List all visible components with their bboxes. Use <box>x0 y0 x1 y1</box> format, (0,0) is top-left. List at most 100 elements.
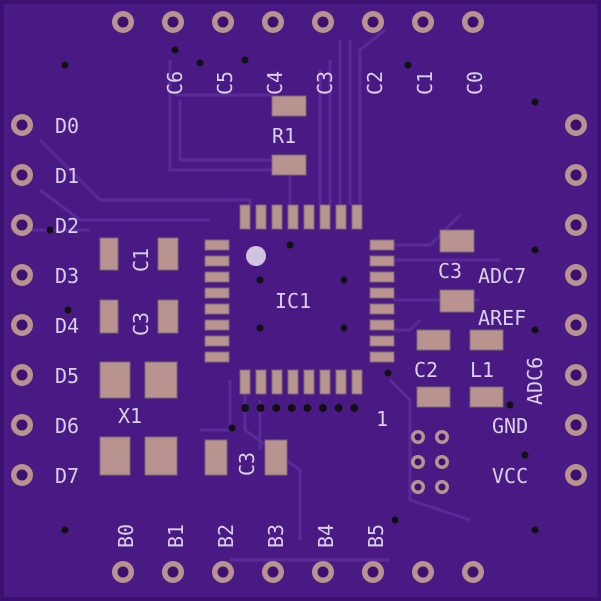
drill-hole <box>367 16 379 28</box>
label-gnd: GND <box>492 414 528 438</box>
label-c3-left: C3 <box>129 312 153 336</box>
ic1-pad-left <box>204 287 230 299</box>
label-c4: C4 <box>263 71 287 95</box>
drill-hole <box>438 483 446 491</box>
label-ic1: IC1 <box>275 289 311 313</box>
ic1-pad-right <box>369 335 395 347</box>
ic1-pad-right <box>369 255 395 267</box>
ic1-pad-left <box>204 319 230 331</box>
c3-pad <box>99 299 119 334</box>
via <box>319 404 327 412</box>
ic1-pad-left <box>204 255 230 267</box>
c2-pad <box>416 386 451 408</box>
ic1-pad-bottom <box>303 369 315 395</box>
x1-pad <box>144 361 178 399</box>
ic1-pad-bottom <box>335 369 347 395</box>
drill-hole <box>570 369 582 381</box>
label-d6: D6 <box>55 414 79 438</box>
x1-pad <box>99 436 131 476</box>
label-b2: B2 <box>214 524 238 548</box>
drill-hole <box>16 419 28 431</box>
label-d0: D0 <box>55 114 79 138</box>
x1-pad <box>144 436 178 476</box>
ic1-pad-right <box>369 271 395 283</box>
drill-hole <box>570 169 582 181</box>
c2-pad <box>416 329 451 351</box>
ic1-pad-bottom <box>287 369 299 395</box>
via <box>404 61 412 69</box>
label-adc7: ADC7 <box>478 264 526 288</box>
drill-hole <box>267 16 279 28</box>
drill-hole <box>467 566 479 578</box>
drill-hole <box>417 16 429 28</box>
c3-pad <box>264 439 288 476</box>
label-x1: X1 <box>118 404 142 428</box>
via <box>196 59 204 67</box>
label-c2: C2 <box>363 71 387 95</box>
label-r1: R1 <box>272 124 296 148</box>
drill-hole <box>16 219 28 231</box>
label-d2: D2 <box>55 214 79 238</box>
via <box>256 276 264 284</box>
via <box>391 516 399 524</box>
label-b4: B4 <box>314 524 338 548</box>
label-c3-bottom: C3 <box>235 452 259 476</box>
drill-hole <box>438 458 446 466</box>
label-c3: C3 <box>313 71 337 95</box>
drill-hole <box>570 469 582 481</box>
c3-pad <box>439 289 475 313</box>
via <box>350 404 359 412</box>
via <box>286 241 294 249</box>
ic1-pad-left <box>204 271 230 283</box>
ic1-pad-left <box>204 303 230 315</box>
label-b5: B5 <box>364 524 388 548</box>
label-c2: C2 <box>414 358 438 382</box>
via <box>287 404 296 412</box>
ic1-pad-bottom <box>319 369 331 395</box>
ic1-pad-right <box>369 351 395 363</box>
ic1-pad-right <box>369 239 395 251</box>
c1-pad <box>99 237 119 271</box>
via <box>46 226 54 234</box>
label-d7: D7 <box>55 464 79 488</box>
via <box>241 56 249 64</box>
drill-hole <box>570 319 582 331</box>
drill-hole <box>367 566 379 578</box>
drill-hole <box>217 566 229 578</box>
drill-hole <box>317 566 329 578</box>
via <box>531 246 539 254</box>
drill-hole <box>16 269 28 281</box>
drill-hole <box>16 169 28 181</box>
label-c0: C0 <box>463 71 487 95</box>
ic1-pad-top <box>335 204 347 230</box>
label-b0: B0 <box>114 524 138 548</box>
drill-hole <box>167 16 179 28</box>
drill-hole <box>117 16 129 28</box>
c3-pad <box>157 299 179 334</box>
label-b3: B3 <box>264 524 288 548</box>
label-vcc: VCC <box>492 464 528 488</box>
ic1-pad-left <box>204 239 230 251</box>
via <box>64 306 72 314</box>
c3-pad <box>439 229 475 253</box>
drill-hole <box>217 16 229 28</box>
ic1-pad-right <box>369 287 395 299</box>
label-d5: D5 <box>55 364 79 388</box>
label-pin1: 1 <box>376 407 388 431</box>
via <box>531 326 539 334</box>
label-d1: D1 <box>55 164 79 188</box>
via <box>521 451 529 459</box>
drill-hole <box>267 566 279 578</box>
via <box>531 98 539 106</box>
drill-hole <box>414 483 422 491</box>
drill-hole <box>438 433 446 441</box>
via <box>256 324 264 332</box>
ic1-pad-top <box>319 204 331 230</box>
via <box>61 61 69 69</box>
drill-hole <box>16 319 28 331</box>
r1-pad <box>271 154 307 176</box>
label-c1: C1 <box>129 248 153 272</box>
ic1-pad-bottom <box>271 369 283 395</box>
label-c6: C6 <box>163 71 187 95</box>
